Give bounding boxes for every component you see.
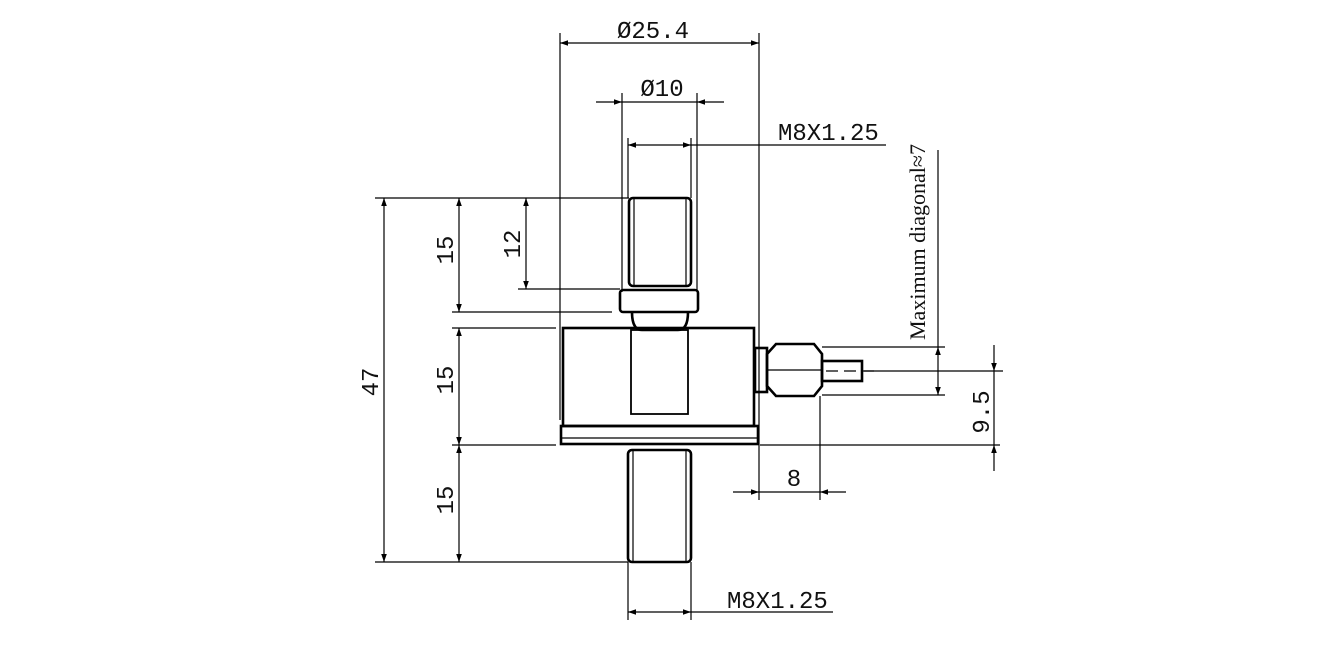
dimension-outer-diameter: Ø25.4 [560,19,759,46]
cable-fitting [753,342,880,398]
dimension-section-top: 15 [434,198,462,312]
extension-lines [375,33,1003,620]
dimension-thread-length: 12 [501,198,529,289]
max-diagonal-note: Maximum diagonal≈7 [905,144,930,340]
dimension-section-bottom: 15 [434,445,462,562]
part-outline [559,196,880,564]
dimension-thread-top: M8X1.25 [628,121,886,148]
cable-height-label: 9.5 [970,390,997,433]
top-collar [618,288,700,314]
dimension-cable-height: 9.5 [970,345,997,471]
thread-length-label: 12 [501,230,528,259]
outer-diameter-label: Ø25.4 [617,19,689,46]
dimension-neck-diameter: Ø10 [596,77,724,105]
section-top-label: 15 [434,236,461,265]
thread-bottom-label: M8X1.25 [727,589,828,616]
dimension-total-height: 47 [359,198,387,562]
top-threaded-stud [627,196,693,288]
bottom-threaded-stud [626,448,693,564]
dimension-thread-bottom: M8X1.25 [628,589,833,616]
dimension-max-diagonal: Maximum diagonal≈7 [905,144,941,395]
main-body [559,326,760,446]
cable-offset-label: 8 [787,467,801,494]
thread-top-label: M8X1.25 [778,121,879,148]
section-bottom-label: 15 [434,486,461,515]
dimension-cable-offset: 8 [733,467,846,495]
dimension-section-middle: 15 [434,328,462,445]
neck-diameter-label: Ø10 [640,77,683,104]
total-height-label: 47 [359,368,386,397]
section-middle-label: 15 [434,366,461,395]
